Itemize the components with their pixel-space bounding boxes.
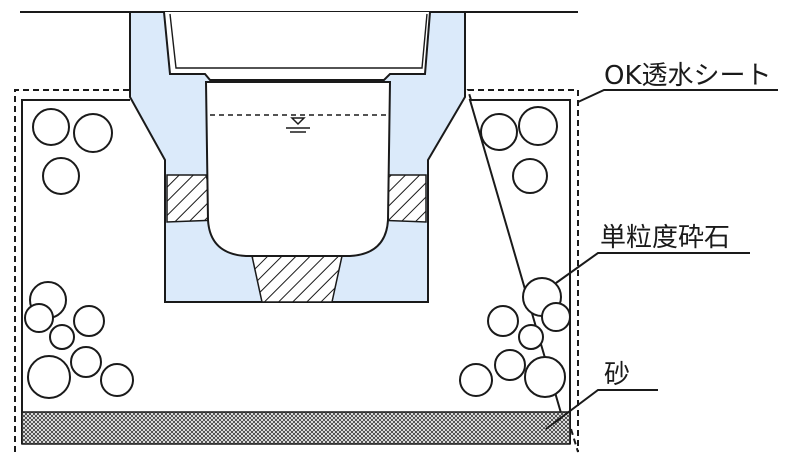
sand-base-layer	[21, 411, 571, 445]
gravel-stones-left	[24, 108, 134, 399]
label-single-size-gravel: 単粒度砕石	[600, 223, 730, 253]
label-sand: 砂	[604, 360, 630, 390]
leader-line-sheet	[577, 89, 778, 103]
grating-inner-line	[169, 13, 428, 69]
leader-line-sand	[545, 389, 658, 430]
hatched-section-bottom	[251, 255, 343, 303]
u-flume	[204, 81, 392, 257]
water-level-icon	[286, 117, 310, 133]
gravel-stones-right	[459, 106, 571, 398]
leader-line-gravel	[555, 252, 750, 284]
label-permeable-sheet: OK透水シート	[604, 61, 772, 91]
drain-grating	[163, 11, 431, 81]
